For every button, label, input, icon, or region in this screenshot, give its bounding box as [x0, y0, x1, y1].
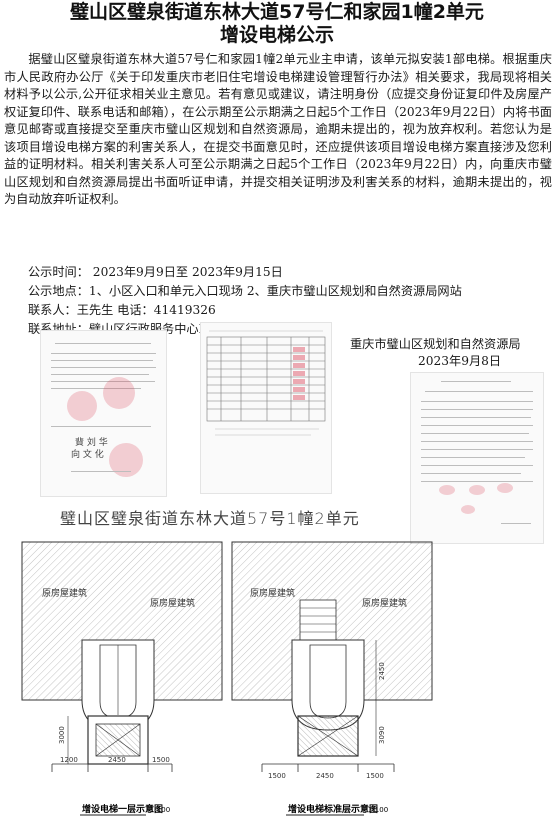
plan-right-building-a: 原房屋建筑 — [250, 587, 295, 599]
plan-left-dim-3: 1500 — [152, 756, 170, 764]
authority-date: 2023年9月8日 — [418, 354, 502, 368]
plan-left-building-b: 原房屋建筑 — [150, 597, 195, 609]
plan-right-dim-2: 2450 — [316, 772, 334, 780]
scan-caption: 璧山区璧泉街道东林大道57号1幢2单元 — [60, 509, 360, 528]
red-seal-stamp — [67, 391, 97, 421]
fingerprint-stamp — [469, 485, 485, 495]
plan-left-scale: 1:100 — [150, 806, 170, 814]
red-seal-stamp — [103, 377, 135, 409]
notice-body: 据璧山区璧泉街道东林大道57号仁和家园1幢2单元业主申请，该单元拟安装1部电梯。… — [4, 51, 552, 209]
fingerprint-stamp — [439, 485, 455, 495]
scanned-owner-table — [200, 322, 332, 494]
plan-left-dim-2: 2450 — [108, 756, 126, 764]
plan-right-dim-height-b: 3090 — [378, 726, 386, 744]
plan-right-caption: 增设电梯标准层示意图 — [288, 803, 378, 815]
plan-right-dim-3: 1500 — [366, 772, 384, 780]
plan-left-dim-height: 3000 — [58, 726, 66, 744]
plan-right-dim-1: 1500 — [268, 772, 286, 780]
notice-time: 公示时间： 2023年9月9日至 2023年9月15日 — [28, 265, 283, 279]
notice-title-line1: 璧山区璧泉街道东林大道57号仁和家园1幢2单元 — [70, 1, 484, 23]
plan-left-dim-1: 1200 — [60, 756, 78, 764]
fingerprint-stamp — [461, 505, 475, 514]
scanned-application-letter: 䩀 刘 华 向 文 化 — [40, 330, 167, 497]
plan-right-building-b: 原房屋建筑 — [362, 597, 407, 609]
plan-right-scale: 1:100 — [368, 806, 388, 814]
notice-contact: 联系人：王先生 电话：41419326 — [28, 303, 216, 317]
plan-left-caption: 增设电梯一层示意图 — [82, 803, 163, 815]
notice-place: 公示地点：1、小区入口和单元入口现场 2、重庆市璧山区规划和自然资源局网站 — [28, 284, 462, 298]
authority-name: 重庆市璧山区规划和自然资源局 — [350, 337, 521, 351]
fingerprint-stamp — [497, 483, 513, 493]
plan-left-building-a: 原房屋建筑 — [42, 587, 87, 599]
scanned-consent-form — [410, 372, 544, 544]
notice-paragraph: 据璧山区璧泉街道东林大道57号仁和家园1幢2单元业主申请，该单元拟安装1部电梯。… — [4, 52, 552, 206]
standard-floor-plan: 原房屋建筑 原房屋建筑 2450 3090 1500 2450 1500 增设电… — [231, 541, 433, 816]
plan-right-dim-height-a: 2450 — [378, 662, 386, 680]
notice-title-line2: 增设电梯公示 — [219, 24, 334, 46]
elevator-plans: 原房屋建筑 原房屋建筑 3000 1200 2450 1500 增设电梯一层示意… — [21, 541, 433, 816]
ground-floor-plan: 原房屋建筑 原房屋建筑 3000 1200 2450 1500 增设电梯一层示意… — [21, 541, 223, 816]
